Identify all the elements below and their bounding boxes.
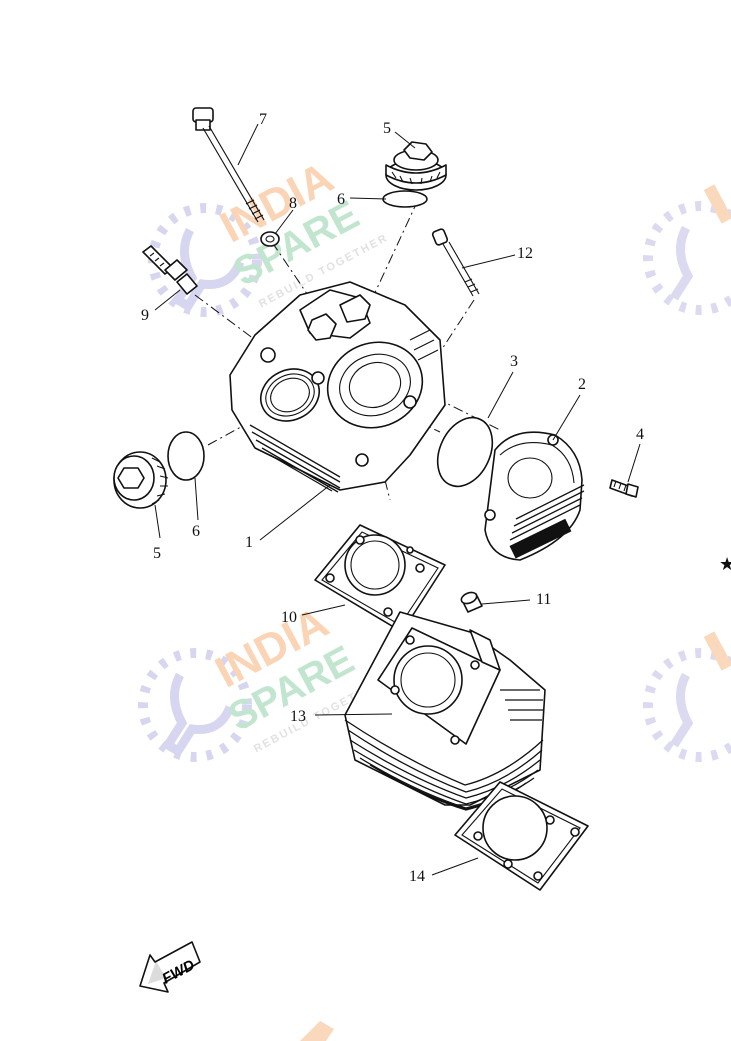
washer-part-8: [260, 231, 280, 247]
cylinder-head-part-1: [229, 281, 446, 493]
callout-1: 1: [245, 534, 253, 551]
o-ring-left-part-6: [167, 431, 205, 481]
o-ring-large-part-3: [436, 416, 494, 488]
spark-plug-part-9: [142, 245, 198, 295]
tappet-cap-left-part-5: [113, 451, 169, 509]
callout-14: 14: [409, 868, 425, 885]
callout-2: 2: [578, 376, 586, 393]
side-cover-part-2: [484, 431, 585, 561]
head-gasket-part-10: [314, 524, 446, 633]
callout-6-left: 6: [192, 523, 200, 540]
callout-3: 3: [510, 353, 518, 370]
watermark-right-edge: [643, 184, 731, 762]
o-ring-top-part-6: [382, 190, 428, 208]
bolt-part-12: [431, 228, 480, 297]
leader-lines: [154, 123, 641, 876]
callout-labels: 7 5 6 8 9 12 3 2 4 5 6 1 10 11 13 14: [141, 111, 644, 885]
bolt-part-4: [609, 479, 639, 498]
callout-4: 4: [636, 426, 644, 443]
callout-8: 8: [289, 195, 297, 212]
callout-12: 12: [517, 245, 533, 262]
tappet-cap-top-part-5: [385, 141, 447, 191]
base-gasket-part-14: [454, 781, 589, 891]
callout-9: 9: [141, 307, 149, 324]
edge-star-mark: ★: [719, 554, 731, 575]
dowel-part-11: [460, 591, 483, 613]
cylinder-block-part-13: [344, 611, 546, 811]
callout-10: 10: [281, 609, 297, 626]
forward-direction-arrow: FWD: [139, 941, 201, 993]
callout-5-top: 5: [383, 120, 391, 137]
callout-6-top: 6: [337, 191, 345, 208]
callout-5-left: 5: [153, 545, 161, 562]
watermark-bottom-fragment: [300, 1021, 334, 1041]
callout-11: 11: [536, 591, 551, 608]
callout-13: 13: [290, 708, 306, 725]
stud-bolt-part-7: [192, 107, 265, 223]
callout-7: 7: [259, 111, 267, 128]
